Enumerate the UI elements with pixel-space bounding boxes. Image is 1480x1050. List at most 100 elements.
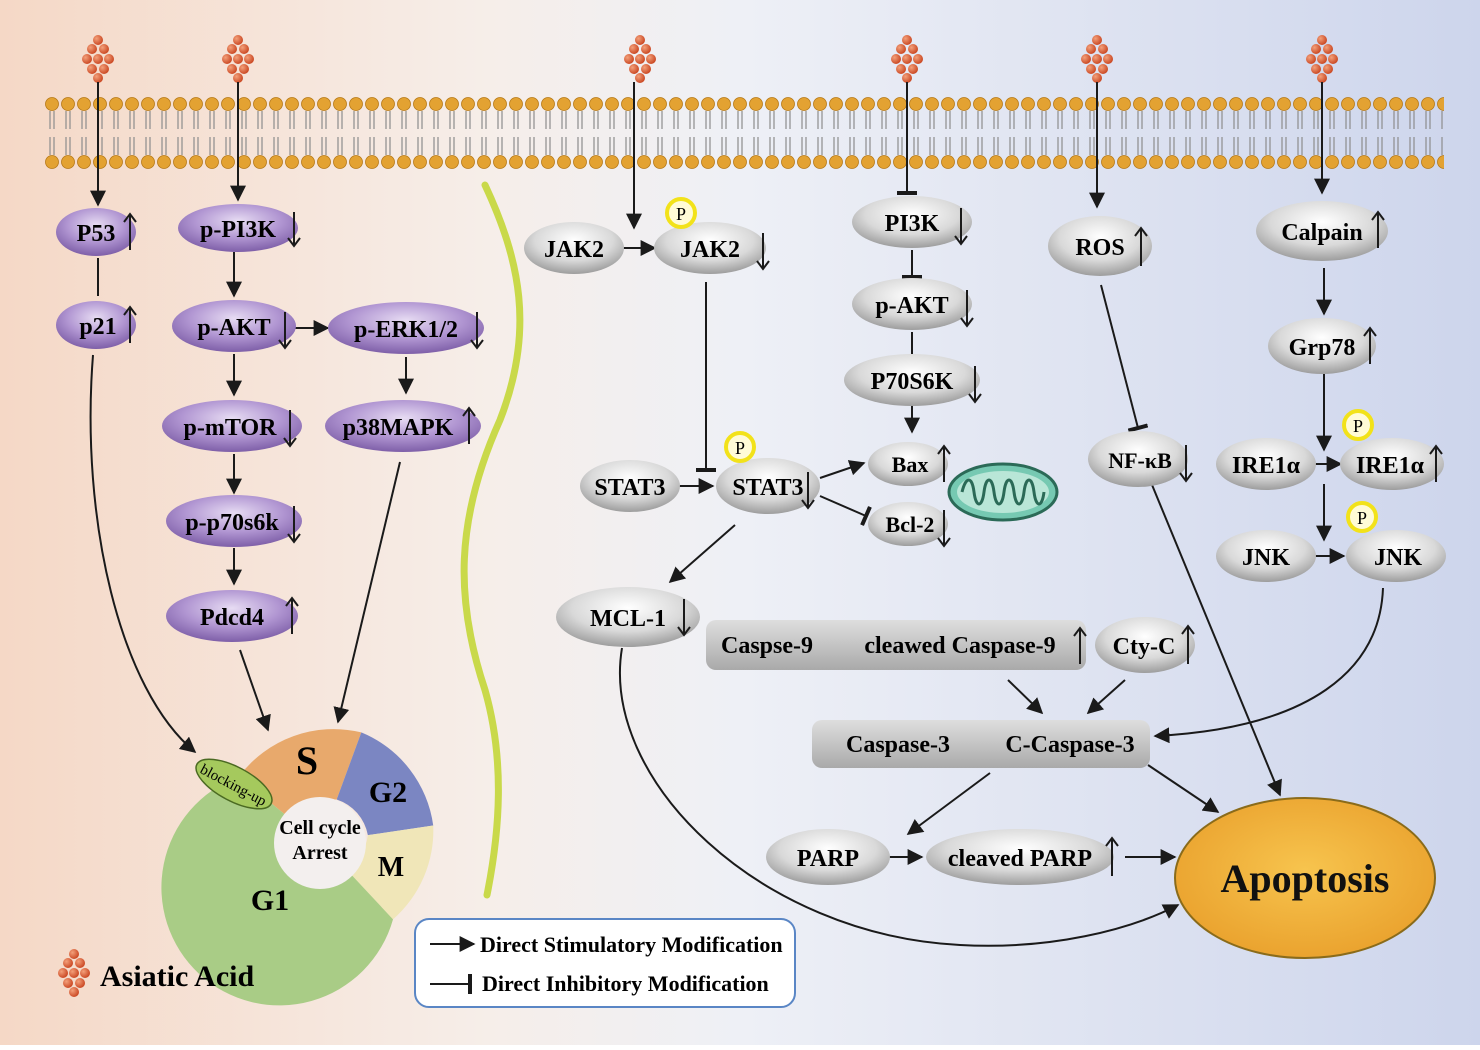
node-akt-right: p-AKT — [852, 278, 974, 330]
node-p-ire1a: IRE1α P — [1340, 409, 1444, 490]
phase-g1-label: G1 — [251, 884, 289, 917]
node-label: p-AKT — [197, 315, 270, 341]
up-arrow-icon — [1371, 210, 1385, 248]
node-cleaved-parp: cleaved PARP — [926, 829, 1119, 885]
phase-s-label: S — [296, 738, 318, 783]
node-label: P53 — [77, 221, 116, 247]
node-p38mapk: p38MAPK — [325, 400, 481, 452]
cell-cycle-center — [274, 797, 366, 889]
node-stat3: STAT3 — [580, 460, 680, 512]
phase-g2-label: G2 — [369, 776, 407, 809]
node-p53: P53 — [56, 208, 137, 256]
node-p21: p21 — [56, 301, 137, 349]
center-label-line1: Cell cycle — [279, 817, 361, 839]
c-caspase3-label: C-Caspase-3 — [1005, 732, 1134, 758]
down-arrow-icon — [677, 599, 691, 637]
mitochondrion-icon — [947, 462, 1059, 522]
down-arrow-icon — [283, 410, 297, 448]
node-label: Grp78 — [1289, 335, 1356, 361]
node-p70s6k: P70S6K — [844, 354, 982, 406]
node-p-p70s6k: p-p70s6k — [166, 495, 302, 547]
node-p-erk: p-ERK1/2 — [328, 302, 484, 354]
node-nfkb: NF-κB — [1088, 431, 1193, 487]
left-edges — [89, 82, 414, 754]
apoptosis-node: Apoptosis — [1174, 797, 1436, 959]
legend-stimulatory-label: Direct Stimulatory Modification — [480, 932, 783, 957]
node-mcl1: MCL-1 — [556, 587, 700, 647]
node-p-stat3: STAT3 P — [716, 431, 820, 514]
down-arrow-icon — [756, 233, 770, 271]
node-jnk: JNK — [1216, 530, 1316, 582]
compound-label: Asiatic Acid — [100, 960, 254, 993]
phospho-label: P — [1357, 508, 1367, 528]
up-arrow-icon — [1105, 836, 1119, 876]
node-label: p38MAPK — [343, 415, 454, 441]
phospho-label: P — [1353, 416, 1363, 436]
up-arrow-icon — [1181, 624, 1195, 664]
node-p-mtor: p-mTOR — [162, 400, 302, 452]
divider-curve — [460, 181, 524, 899]
node-label: P70S6K — [871, 369, 954, 395]
node-label: Cty-C — [1113, 634, 1176, 660]
caspase3-label: Caspase-3 — [846, 732, 950, 758]
phospho-badge: P — [1346, 501, 1378, 533]
node-pi3k: PI3K — [852, 196, 972, 248]
node-label: JAK2 — [680, 237, 740, 263]
phase-m-label: M — [378, 852, 404, 883]
up-arrow-icon — [123, 212, 137, 250]
node-label: JNK — [1242, 545, 1290, 571]
down-arrow-icon — [801, 472, 815, 510]
compound-key: Asiatic Acid — [58, 949, 254, 997]
node-label: p-p70s6k — [185, 510, 279, 536]
center-label-line2: Arrest — [292, 842, 347, 864]
cell-cycle-wheel: S G2 M G1 Cell cycle Arrest blocking-up — [161, 729, 434, 1006]
node-label: JAK2 — [544, 237, 604, 263]
caspase3-box: Caspase-3 C-Caspase-3 — [812, 720, 1150, 768]
node-bax: Bax — [868, 442, 951, 486]
phospho-badge: P — [1342, 409, 1374, 441]
node-grp78: Grp78 — [1268, 318, 1377, 374]
down-arrow-icon — [470, 312, 484, 350]
caspase9-box: Caspse-9 cleawed Caspase-9 — [706, 620, 1087, 670]
up-arrow-icon — [1429, 444, 1443, 482]
node-cytc: Cty-C — [1095, 617, 1195, 673]
node-label: p-ERK1/2 — [354, 317, 458, 343]
down-arrow-icon — [954, 208, 968, 246]
phase-g1-segment — [161, 776, 394, 1006]
phospho-badge: P — [665, 197, 697, 229]
down-arrow-icon — [287, 212, 301, 248]
up-arrow-icon — [1073, 626, 1087, 664]
node-p-pi3k: p-PI3K — [178, 204, 301, 252]
node-label: STAT3 — [594, 475, 665, 501]
node-label: p21 — [79, 314, 116, 340]
node-label: Calpain — [1281, 220, 1362, 246]
phase-m-segment — [346, 825, 434, 920]
up-arrow-icon — [1363, 326, 1377, 364]
down-arrow-icon — [968, 366, 982, 404]
up-arrow-icon — [937, 444, 951, 482]
node-label: Bax — [892, 452, 929, 477]
node-label: ROS — [1075, 235, 1124, 261]
node-p-akt: p-AKT — [172, 300, 296, 352]
node-ire1a: IRE1α — [1216, 438, 1316, 490]
node-label: PARP — [797, 846, 859, 872]
down-arrow-icon — [287, 506, 301, 544]
down-arrow-icon — [960, 290, 974, 328]
node-label: JNK — [1374, 545, 1422, 571]
phospho-label: P — [676, 204, 686, 224]
node-parp: PARP — [766, 829, 890, 885]
node-label: p-mTOR — [184, 415, 278, 441]
node-p-jnk: JNK P — [1346, 501, 1446, 582]
phase-g2-segment — [336, 732, 434, 836]
apoptosis-label: Apoptosis — [1221, 856, 1390, 901]
node-label: STAT3 — [732, 475, 803, 501]
node-label: Pdcd4 — [200, 605, 264, 631]
up-arrow-icon — [285, 596, 299, 634]
node-label: p-PI3K — [200, 217, 276, 243]
node-calpain: Calpain — [1256, 201, 1388, 261]
node-ros: ROS — [1048, 216, 1152, 276]
down-arrow-icon — [278, 312, 292, 350]
legend-inhibitory-label: Direct Inhibitory Modification — [482, 971, 769, 996]
node-label: IRE1α — [1356, 453, 1425, 479]
